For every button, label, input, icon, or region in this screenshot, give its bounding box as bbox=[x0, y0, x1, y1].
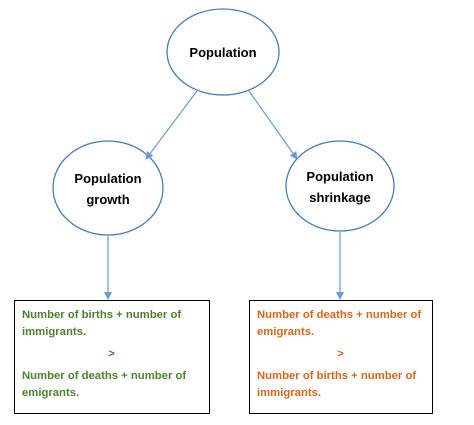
population-shrinkage-node bbox=[285, 140, 395, 232]
shrinkage-greater-than: > bbox=[337, 348, 344, 360]
growth-greater-than: > bbox=[108, 348, 115, 360]
growth-label-line-1: Population bbox=[74, 171, 142, 186]
shrinkage-condition-line-1: Number of deaths + number of emigrants. bbox=[257, 309, 422, 338]
shrinkage-label-line-1: Population bbox=[306, 169, 374, 184]
population-shrinkage-label: Population shrinkage bbox=[290, 166, 390, 208]
growth-label-line-2: growth bbox=[86, 192, 130, 207]
growth-condition-box: Number of births + number of immigrants.… bbox=[14, 300, 210, 414]
arrow-population-to-shrinkage bbox=[248, 90, 298, 160]
arrow-population-to-growth bbox=[145, 90, 198, 160]
shrinkage-condition-box: Number of deaths + number of emigrants. … bbox=[249, 300, 433, 414]
growth-condition-line-2: Number of deaths + number of emigrants. bbox=[22, 370, 187, 399]
population-text: Population bbox=[189, 44, 257, 60]
population-node bbox=[166, 8, 280, 96]
population-label: Population bbox=[173, 33, 273, 71]
shrinkage-label-line-2: shrinkage bbox=[309, 190, 371, 205]
population-growth-label: Population growth bbox=[58, 168, 158, 210]
population-growth-node bbox=[52, 140, 164, 236]
growth-condition-line-1: Number of births + number of immigrants. bbox=[22, 309, 182, 338]
shrinkage-condition-line-2: Number of births + number of immigrants. bbox=[257, 370, 417, 399]
